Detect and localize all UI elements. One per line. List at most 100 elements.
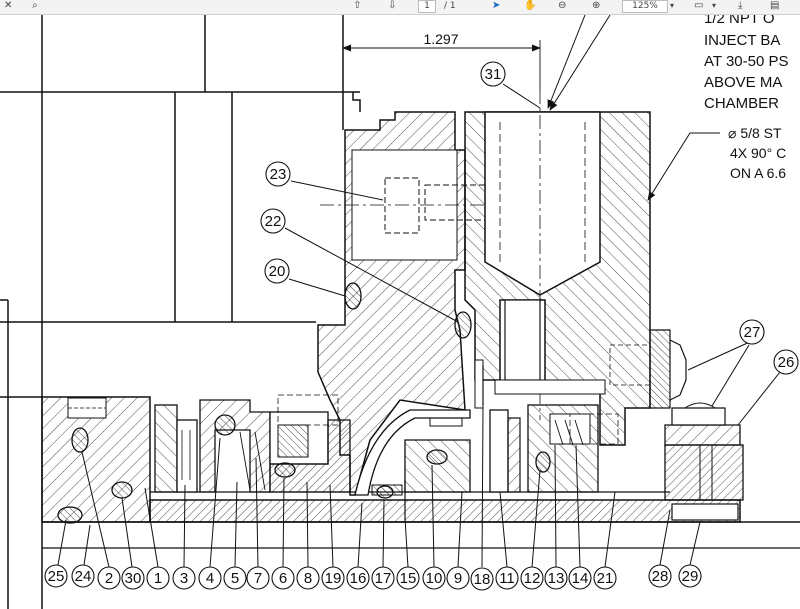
shaft-sleeve xyxy=(149,499,741,523)
balloon-2[interactable]: 2 xyxy=(97,566,121,590)
svg-text:11: 11 xyxy=(499,570,515,587)
balloon-17[interactable]: 17 xyxy=(371,566,395,590)
svg-text:9: 9 xyxy=(454,570,462,587)
svg-text:20: 20 xyxy=(269,263,286,280)
balloon-9[interactable]: 9 xyxy=(446,566,470,590)
inject-note-line-2: INJECT BA xyxy=(704,32,780,49)
balloon-5[interactable]: 5 xyxy=(223,566,247,590)
balloon-18[interactable]: 18 xyxy=(470,567,494,591)
balloon-21[interactable]: 21 xyxy=(593,566,617,590)
download-icon[interactable]: ⤓ xyxy=(738,0,743,11)
dimension-1297: 1.297 xyxy=(342,31,541,90)
next-page-icon[interactable]: ⇩ xyxy=(388,0,397,11)
select-cursor-icon[interactable]: ➤ xyxy=(492,0,501,11)
svg-text:27: 27 xyxy=(744,324,761,341)
svg-text:18: 18 xyxy=(474,571,491,588)
balloon-31[interactable]: 31 xyxy=(480,61,506,87)
balloon-3[interactable]: 3 xyxy=(172,566,196,590)
page-fit-icon[interactable]: ▭ xyxy=(694,0,704,11)
balloon-28[interactable]: 28 xyxy=(648,564,672,588)
zoom-out-icon[interactable]: ⊖ xyxy=(558,0,567,11)
inject-note-line-1: 1/2 NPT O xyxy=(704,15,775,27)
svg-text:3: 3 xyxy=(180,570,188,587)
svg-text:15: 15 xyxy=(400,570,417,587)
item-balloons: 31 23 22 20 27 26 25 24 2 30 1 3 4 5 7 6… xyxy=(44,61,799,591)
bolt-note: ⌀ 5/8 ST 4X 90° C ON A 6.6 xyxy=(728,125,786,181)
svg-text:6: 6 xyxy=(279,570,287,587)
svg-text:19: 19 xyxy=(325,570,342,587)
balloon-4[interactable]: 4 xyxy=(198,566,222,590)
balloon-26[interactable]: 26 xyxy=(773,349,799,375)
stationary-seat xyxy=(176,419,198,493)
balloon-16[interactable]: 16 xyxy=(346,566,370,590)
svg-text:4: 4 xyxy=(206,570,214,587)
balloon-6[interactable]: 6 xyxy=(271,566,295,590)
balloon-7[interactable]: 7 xyxy=(246,566,270,590)
svg-text:7: 7 xyxy=(254,570,262,587)
balloon-23[interactable]: 23 xyxy=(265,161,291,187)
zoom-chevron-down-icon[interactable]: ▾ xyxy=(670,1,675,10)
balloon-12[interactable]: 12 xyxy=(520,566,544,590)
zoom-in-icon[interactable]: ⊕ xyxy=(592,0,601,11)
search-icon[interactable]: ⌕ xyxy=(32,0,38,11)
svg-text:30: 30 xyxy=(125,570,142,587)
svg-text:23: 23 xyxy=(270,166,287,183)
close-icon[interactable]: ✕ xyxy=(4,0,13,11)
note-leaders xyxy=(547,15,720,201)
previous-page-icon[interactable]: ⇧ xyxy=(353,0,362,11)
svg-text:10: 10 xyxy=(426,570,443,587)
balloon-leaders xyxy=(57,83,781,568)
fit-chevron-down-icon[interactable]: ▾ xyxy=(712,1,717,10)
springs xyxy=(239,419,584,491)
balloon-24[interactable]: 24 xyxy=(71,564,95,588)
svg-text:25: 25 xyxy=(48,568,65,585)
inject-note-line-5: CHAMBER xyxy=(704,95,779,112)
sleeve-shoulder xyxy=(354,409,471,496)
inject-port-bore xyxy=(484,111,601,296)
balloon-14[interactable]: 14 xyxy=(568,566,592,590)
seal-assembly-drawing: 1.297 1/2 NPT O INJECT BA AT 30-50 PS AB… xyxy=(0,15,800,609)
svg-text:2: 2 xyxy=(105,570,113,587)
svg-text:22: 22 xyxy=(265,213,282,230)
balloon-22[interactable]: 22 xyxy=(260,208,286,234)
svg-text:31: 31 xyxy=(485,66,502,83)
balloon-13[interactable]: 13 xyxy=(544,566,568,590)
hand-tool-icon[interactable]: ✋ xyxy=(524,0,537,11)
svg-text:21: 21 xyxy=(597,570,614,587)
bolt-note-line-3: ON A 6.6 xyxy=(730,165,786,181)
clamp-collar xyxy=(664,424,741,446)
balloon-8[interactable]: 8 xyxy=(296,566,320,590)
balloon-1[interactable]: 1 xyxy=(146,566,170,590)
o-rings xyxy=(57,282,551,524)
balloon-15[interactable]: 15 xyxy=(396,566,420,590)
bearing-cap xyxy=(649,329,671,409)
inject-note-line-3: AT 30-50 PS xyxy=(704,53,789,70)
drive-collar xyxy=(664,444,744,501)
inject-note-line-4: ABOVE MA xyxy=(704,74,782,91)
svg-text:8: 8 xyxy=(304,570,312,587)
print-icon[interactable]: ▤ xyxy=(770,0,780,11)
balloon-11[interactable]: 11 xyxy=(495,566,519,590)
balloon-27[interactable]: 27 xyxy=(739,319,765,345)
svg-text:28: 28 xyxy=(652,568,669,585)
svg-text:29: 29 xyxy=(682,568,699,585)
svg-text:16: 16 xyxy=(350,570,367,587)
inboard-gland-ring xyxy=(199,399,271,493)
balloon-29[interactable]: 29 xyxy=(678,564,702,588)
bolt-note-line-2: 4X 90° C xyxy=(730,145,786,161)
bolt-note-line-1: ⌀ 5/8 ST xyxy=(728,125,782,141)
balloon-19[interactable]: 19 xyxy=(321,566,345,590)
flush-passage xyxy=(504,299,541,381)
balloon-10[interactable]: 10 xyxy=(422,566,446,590)
balloon-20[interactable]: 20 xyxy=(264,258,290,284)
svg-text:13: 13 xyxy=(548,570,565,587)
svg-text:24: 24 xyxy=(75,568,92,585)
zoom-level-dropdown[interactable]: 125% xyxy=(622,0,668,13)
page-number-input[interactable]: 1 xyxy=(418,0,436,13)
svg-text:17: 17 xyxy=(375,570,392,587)
svg-text:14: 14 xyxy=(572,570,589,587)
inject-note: 1/2 NPT O INJECT BA AT 30-50 PS ABOVE MA… xyxy=(704,15,789,112)
balloon-25[interactable]: 25 xyxy=(44,564,68,588)
svg-text:12: 12 xyxy=(524,570,541,587)
balloon-30[interactable]: 30 xyxy=(121,566,145,590)
